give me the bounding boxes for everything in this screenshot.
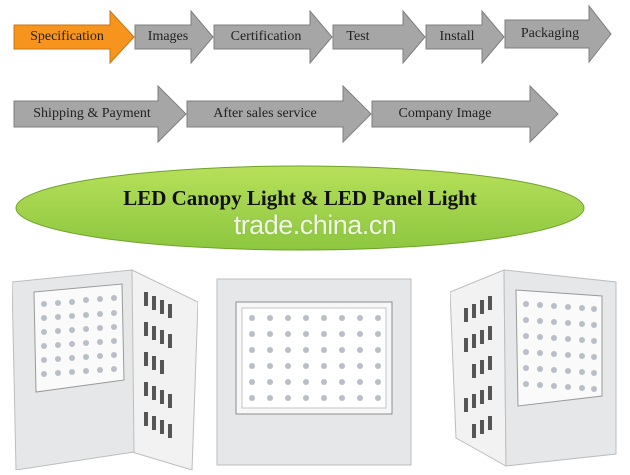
title-banner: LED Canopy Light & LED Panel Light [14, 164, 586, 252]
nav-label-after-sales-service: After sales service [213, 106, 317, 121]
nav-label-packaging: Packaging [520, 26, 580, 41]
product-image-left [12, 262, 198, 470]
nav-label-company-image: Company Image [398, 106, 492, 121]
nav-arrow-after-sales-service[interactable]: After sales service [186, 84, 372, 144]
nav-arrow-specification[interactable]: Specification [13, 9, 135, 65]
nav-label-install: Install [439, 29, 475, 44]
watermark: trade.china.cn [233, 210, 397, 240]
product-image-center [216, 278, 412, 466]
banner-ellipse [15, 165, 585, 251]
nav-arrow-shipping-payment[interactable]: Shipping & Payment [13, 84, 187, 144]
nav-label-certification: Certification [230, 29, 302, 44]
nav-arrow-test[interactable]: Test [332, 9, 426, 65]
nav-arrow-packaging[interactable]: Packaging [504, 4, 612, 64]
nav-label-images: Images [147, 29, 189, 44]
nav-arrow-company-image[interactable]: Company Image [371, 84, 559, 144]
nav-arrow-certification[interactable]: Certification [213, 9, 333, 65]
nav-label-specification: Specification [30, 29, 104, 44]
nav-arrow-images[interactable]: Images [134, 9, 214, 65]
nav-label-test: Test [346, 29, 370, 44]
nav-label-shipping-payment: Shipping & Payment [33, 106, 151, 121]
product-image-right [450, 268, 618, 468]
nav-arrow-install[interactable]: Install [425, 9, 505, 65]
banner-title: LED Canopy Light & LED Panel Light [123, 186, 477, 210]
